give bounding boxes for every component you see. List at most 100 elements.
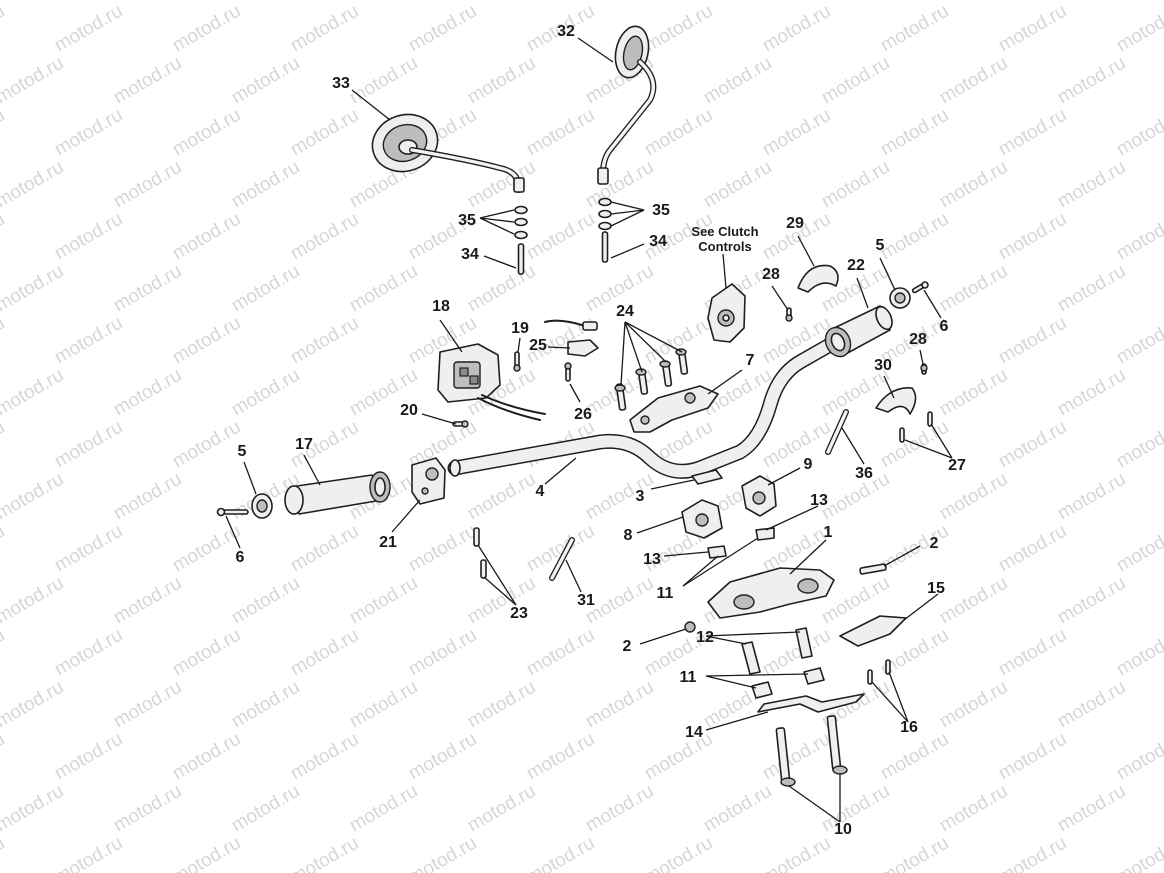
watermark-text: motod.ru — [1113, 417, 1164, 473]
callout-2-lower: 2 — [623, 638, 632, 655]
watermark-text: motod.ru — [346, 53, 421, 109]
watermark-text: motod.ru — [877, 833, 952, 873]
watermark-text: motod.ru — [1054, 157, 1129, 213]
watermark-text: motod.ru — [936, 261, 1011, 317]
callout-13-lower: 13 — [643, 551, 661, 568]
watermark-text: motod.ru — [523, 209, 598, 265]
clutch-control-housing — [707, 283, 746, 343]
watermark-text: motod.ru — [641, 833, 716, 873]
watermark-text: motod.ru — [110, 365, 185, 421]
watermark-text: motod.ru — [464, 573, 539, 629]
watermark-text: motod.ru — [228, 0, 303, 4]
watermark-text: motod.ru — [523, 625, 598, 681]
watermark-text: motod.ru — [523, 729, 598, 785]
washer-2-lower — [684, 621, 696, 633]
right-mirror — [597, 25, 657, 185]
watermark-text: motod.ru — [51, 313, 126, 369]
watermark-text: motod.ru — [0, 521, 8, 577]
callout-3: 3 — [636, 488, 645, 505]
watermark-text: motod.ru — [51, 1, 126, 57]
yoke-top-1 — [707, 567, 835, 619]
watermark-text: motod.ru — [818, 157, 893, 213]
screws-16 — [867, 659, 891, 685]
watermark-text: motod.ru — [110, 53, 185, 109]
watermark-text: motod.ru — [464, 781, 539, 837]
watermark-text: motod.ru — [287, 209, 362, 265]
watermark-text: motod.ru — [51, 105, 126, 161]
watermark-text: motod.ru — [228, 573, 303, 629]
watermark-text: motod.ru — [877, 729, 952, 785]
watermark-text: motod.ru — [287, 625, 362, 681]
watermark-text: motod.ru — [995, 209, 1070, 265]
watermark-text: motod.ru — [936, 573, 1011, 629]
handlebar-tube — [447, 334, 843, 479]
watermark-text: motod.ru — [464, 53, 539, 109]
right-grip — [824, 305, 893, 358]
screws-23 — [473, 527, 487, 579]
watermark-text: motod.ru — [0, 53, 67, 109]
callout-34-right: 34 — [649, 233, 667, 250]
watermark-text: motod.ru — [995, 625, 1070, 681]
right-bar-end-bolt — [911, 281, 929, 294]
watermark-text: motod.ru — [346, 677, 421, 733]
watermark-text: motod.ru — [936, 0, 1011, 4]
watermark-text: motod.ru — [700, 781, 775, 837]
callout-9: 9 — [804, 456, 813, 473]
watermark-text: motod.ru — [0, 781, 67, 837]
watermark-text: motod.ru — [405, 1, 480, 57]
watermark-text: motod.ru — [877, 1, 952, 57]
watermark-text: motod.ru — [51, 521, 126, 577]
callout-31: 31 — [577, 592, 595, 609]
callout-16: 16 — [900, 719, 918, 736]
watermark-text: motod.ru — [0, 209, 8, 265]
watermark-text: motod.ru — [995, 833, 1070, 873]
watermark-text: motod.ru — [228, 53, 303, 109]
watermark-text: motod.ru — [995, 521, 1070, 577]
spacer-3 — [691, 469, 723, 485]
watermark-text: motod.ru — [228, 365, 303, 421]
watermark-text: motod.ru — [995, 313, 1070, 369]
watermark-text: motod.ru — [582, 677, 657, 733]
watermark-text: motod.ru — [0, 677, 67, 733]
watermark-text: motod.ru — [641, 1, 716, 57]
callout-29: 29 — [786, 215, 804, 232]
left-bar-end-bolt — [216, 507, 249, 517]
watermark-text: motod.ru — [936, 365, 1011, 421]
mirror-washers-left — [514, 205, 528, 275]
watermark-text: motod.ru — [346, 573, 421, 629]
callout-27: 27 — [948, 457, 966, 474]
tie-31 — [549, 537, 575, 581]
spacers-12 — [741, 627, 813, 675]
bracket-15 — [839, 615, 907, 647]
watermark-text: motod.ru — [818, 781, 893, 837]
left-mirror — [371, 113, 525, 193]
watermark-text: motod.ru — [1113, 105, 1164, 161]
note-see-clutch-line2: Controls — [698, 239, 751, 254]
callout-25: 25 — [529, 337, 547, 354]
watermark-text: motod.ru — [877, 105, 952, 161]
note-see-clutch-line1: See Clutch — [691, 224, 758, 239]
watermark-text: motod.ru — [1113, 209, 1164, 265]
watermark-text: motod.ru — [523, 521, 598, 577]
watermark-text: motod.ru — [1113, 1, 1164, 57]
callout-24: 24 — [616, 303, 634, 320]
watermark-text: motod.ru — [51, 625, 126, 681]
throttle-cover-29 — [797, 264, 839, 293]
callout-labels: 33 32 35 34 35 34 18 19 25 26 20 24 7 29… — [236, 23, 966, 838]
callout-28-upper: 28 — [762, 266, 780, 283]
watermark-text: motod.ru — [464, 261, 539, 317]
rubber-11-lower — [751, 667, 825, 699]
callout-17: 17 — [295, 436, 313, 453]
watermark-text: motod.ru — [287, 105, 362, 161]
watermark-text: motod.ru — [877, 417, 952, 473]
watermark-text: motod.ru — [818, 53, 893, 109]
watermark-text: motod.ru — [169, 105, 244, 161]
watermark-text: motod.ru — [1054, 0, 1129, 4]
watermark-text: motod.ru — [700, 157, 775, 213]
watermark-text: motod.ru — [110, 0, 185, 4]
watermark-text: motod.ru — [169, 833, 244, 873]
callout-5-right: 5 — [876, 237, 885, 254]
watermark-text: motod.ru — [936, 677, 1011, 733]
